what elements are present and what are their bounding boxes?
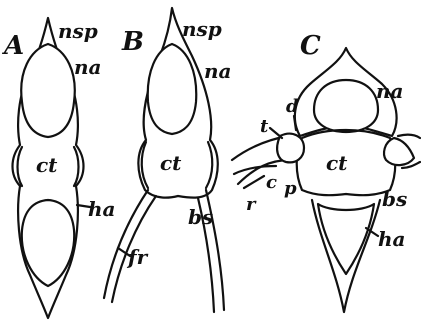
- panel-b: B nsp na ct bs fr: [104, 8, 232, 312]
- panel-a-neural-canal: [21, 44, 75, 137]
- panel-c-label-p: p: [284, 178, 297, 199]
- panel-c-neural-canal: [314, 80, 378, 132]
- panel-c-label-ha: ha: [378, 227, 406, 251]
- panel-c-t-leader: [270, 128, 282, 138]
- panel-c-label-ct: ct: [326, 151, 348, 175]
- panel-c-label-r: r: [246, 194, 257, 215]
- panel-a-label-na: na: [74, 55, 102, 79]
- panel-b-letter: B: [121, 27, 144, 57]
- panel-c-label-bs: bs: [382, 187, 407, 211]
- panel-b-neural-canal: [148, 44, 197, 134]
- panel-b-label-bs: bs: [188, 205, 213, 229]
- panel-b-label-nsp: nsp: [182, 17, 222, 41]
- panel-b-label-fr: fr: [126, 245, 149, 269]
- panel-a-letter: A: [1, 31, 24, 61]
- panel-c-haemal-canal: [318, 204, 374, 274]
- panel-a-label-nsp: nsp: [58, 19, 98, 43]
- panel-a: A nsp na ct ha: [1, 18, 116, 318]
- panel-c-right-rib-head: [384, 138, 414, 165]
- panel-a-label-ct: ct: [36, 153, 58, 177]
- panel-a-label-ha: ha: [88, 197, 116, 221]
- panel-c-label-t: t: [260, 116, 269, 137]
- panel-b-label-ct: ct: [160, 151, 182, 175]
- panel-c-label-c: c: [266, 172, 277, 193]
- panel-c: C na t d ct c p r bs ha: [232, 31, 420, 312]
- panel-c-label-d: d: [286, 96, 299, 117]
- panel-c-letter: C: [300, 31, 321, 61]
- panel-b-label-na: na: [204, 59, 232, 83]
- panel-c-r-leader: [244, 176, 264, 188]
- panel-c-label-na: na: [376, 79, 404, 103]
